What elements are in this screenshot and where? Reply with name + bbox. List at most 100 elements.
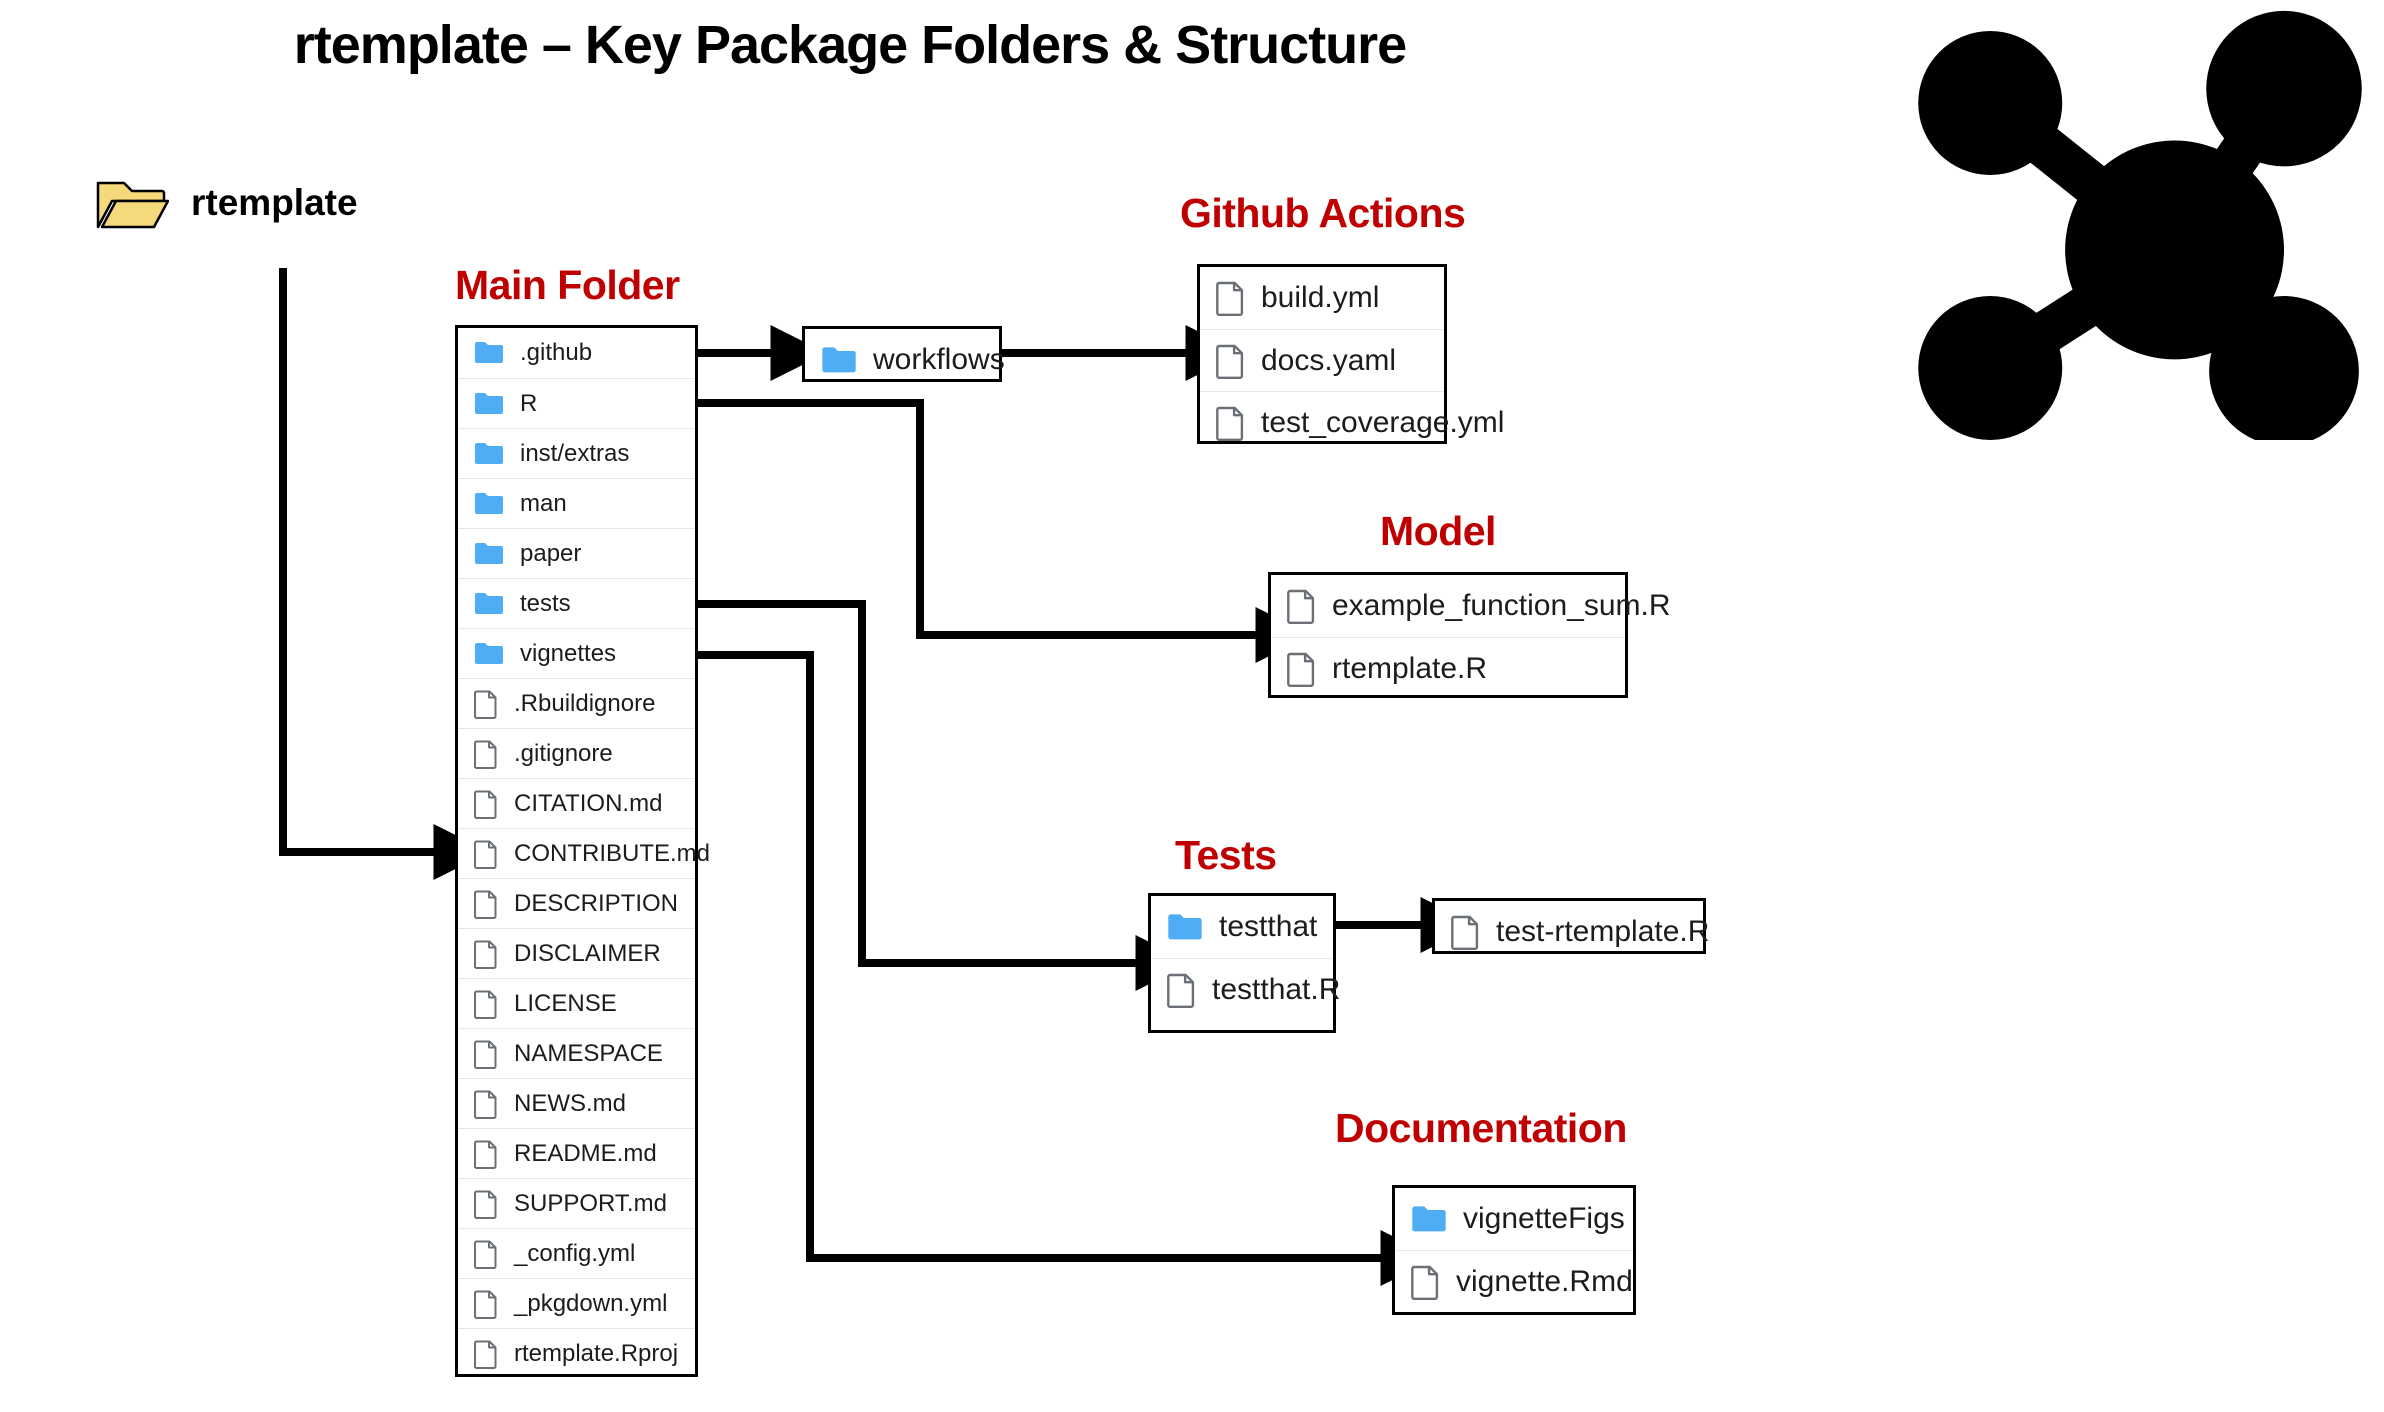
file-icon xyxy=(474,840,497,869)
file-row[interactable]: NEWS.md xyxy=(458,1078,695,1128)
folder-row[interactable]: testthat xyxy=(1151,896,1333,958)
folder-icon xyxy=(475,592,503,614)
folder-row[interactable]: inst/extras xyxy=(458,428,695,478)
item-label: inst/extras xyxy=(520,439,630,467)
model-box[interactable]: example_function_sum.R rtemplate.R xyxy=(1268,572,1671,699)
item-label: build.yml xyxy=(1261,281,1380,314)
file-row[interactable]: vignette.Rmd xyxy=(1395,1250,1633,1312)
heading-model: Model xyxy=(1380,508,1496,554)
page-title: rtemplate – Key Package Folders & Struct… xyxy=(293,15,1407,75)
item-label: test_coverage.yml xyxy=(1261,405,1505,439)
file-icon xyxy=(474,1240,497,1269)
file-row[interactable]: rtemplate.Rproj xyxy=(458,1328,695,1378)
heading-documentation: Documentation xyxy=(1335,1105,1627,1151)
file-icon xyxy=(1411,1265,1439,1300)
file-row[interactable]: DISCLAIMER xyxy=(458,928,695,978)
item-label: test-rtemplate.R xyxy=(1496,915,1710,948)
folder-row[interactable]: vignettes xyxy=(458,628,695,678)
folder-icon xyxy=(475,642,503,664)
file-icon xyxy=(474,1340,497,1369)
item-label: CITATION.md xyxy=(514,789,663,817)
item-label: SUPPORT.md xyxy=(514,1189,667,1217)
file-row[interactable]: CONTRIBUTE.md xyxy=(458,828,710,878)
file-row[interactable]: _pkgdown.yml xyxy=(458,1278,695,1328)
github-actions-box[interactable]: build.yml docs.yaml test_coverage.yml xyxy=(1197,264,1504,444)
file-icon xyxy=(474,740,497,769)
file-row[interactable]: test-rtemplate.R xyxy=(1435,901,1709,963)
folder-row[interactable]: paper xyxy=(458,528,695,578)
item-label: paper xyxy=(520,539,582,567)
documentation-box[interactable]: vignetteFigs vignette.Rmd xyxy=(1392,1185,1636,1315)
file-row[interactable]: _config.yml xyxy=(458,1228,695,1278)
item-label: .Rbuildignore xyxy=(514,689,656,717)
file-row[interactable]: LICENSE xyxy=(458,978,695,1028)
workflows-box[interactable]: workflows xyxy=(802,326,1005,382)
file-icon xyxy=(1216,344,1244,379)
file-row[interactable]: docs.yaml xyxy=(1200,329,1444,391)
item-label: .github xyxy=(520,339,593,366)
file-icon xyxy=(1167,973,1195,1008)
item-label: LICENSE xyxy=(514,989,617,1017)
file-icon xyxy=(474,940,497,969)
item-label: man xyxy=(520,489,567,517)
item-label: vignetteFigs xyxy=(1463,1202,1625,1235)
folder-row[interactable]: tests xyxy=(458,578,695,628)
folder-icon xyxy=(1412,1205,1446,1231)
folder-icon xyxy=(475,492,503,514)
item-label: vignette.Rmd xyxy=(1456,1264,1633,1298)
file-icon xyxy=(474,1140,497,1169)
open-folder-icon xyxy=(96,181,169,229)
file-icon xyxy=(474,990,497,1019)
tests-box[interactable]: testthat testthat.R xyxy=(1148,893,1340,1033)
file-row[interactable]: example_function_sum.R xyxy=(1271,575,1671,637)
folder-row[interactable]: man xyxy=(458,478,695,528)
folder-icon xyxy=(475,442,503,464)
file-icon xyxy=(474,890,497,919)
root-folder[interactable]: rtemplate xyxy=(95,175,358,231)
network-hub-icon xyxy=(1918,10,2362,440)
folder-icon xyxy=(1168,913,1202,939)
heading-tests: Tests xyxy=(1175,832,1277,878)
file-icon xyxy=(474,1190,497,1219)
folder-row[interactable]: R xyxy=(458,378,695,428)
file-row[interactable]: README.md xyxy=(458,1128,695,1178)
file-icon xyxy=(1287,589,1315,624)
item-label: DESCRIPTION xyxy=(514,889,679,917)
file-icon xyxy=(1451,915,1479,950)
item-label: example_function_sum.R xyxy=(1332,589,1671,622)
item-label: README.md xyxy=(514,1139,657,1167)
file-row[interactable]: testthat.R xyxy=(1151,958,1340,1020)
item-label: testthat.R xyxy=(1212,972,1341,1006)
file-row[interactable]: SUPPORT.md xyxy=(458,1178,695,1228)
file-icon xyxy=(474,790,497,819)
item-label: _pkgdown.yml xyxy=(514,1289,668,1317)
folder-row[interactable]: .github xyxy=(458,328,695,378)
file-icon xyxy=(1216,281,1244,316)
item-label: NEWS.md xyxy=(514,1089,627,1117)
file-icon xyxy=(474,690,497,719)
file-row[interactable]: DESCRIPTION xyxy=(458,878,695,928)
file-row[interactable]: test_coverage.yml xyxy=(1200,391,1504,453)
item-label: .gitignore xyxy=(514,739,613,767)
item-label: R xyxy=(520,389,538,417)
folder-row[interactable]: vignetteFigs xyxy=(1395,1188,1633,1250)
item-label: workflows xyxy=(873,343,1005,376)
folder-row[interactable]: workflows xyxy=(805,329,1005,391)
file-row[interactable]: .Rbuildignore xyxy=(458,678,695,728)
file-row[interactable]: NAMESPACE xyxy=(458,1028,695,1078)
item-label: rtemplate.R xyxy=(1332,651,1488,685)
file-row[interactable]: CITATION.md xyxy=(458,778,695,828)
heading-github-actions: Github Actions xyxy=(1180,190,1466,236)
file-icon xyxy=(474,1090,497,1119)
file-icon xyxy=(1216,406,1244,441)
item-label: CONTRIBUTE.md xyxy=(514,839,711,867)
file-row[interactable]: .gitignore xyxy=(458,728,695,778)
item-label: DISCLAIMER xyxy=(514,939,661,967)
file-row[interactable]: rtemplate.R xyxy=(1271,637,1625,699)
item-label: testthat xyxy=(1219,910,1318,943)
item-label: _config.yml xyxy=(514,1239,636,1267)
test-file-box[interactable]: test-rtemplate.R xyxy=(1432,898,1709,954)
folder-icon xyxy=(475,542,503,564)
file-row[interactable]: build.yml xyxy=(1200,267,1444,329)
